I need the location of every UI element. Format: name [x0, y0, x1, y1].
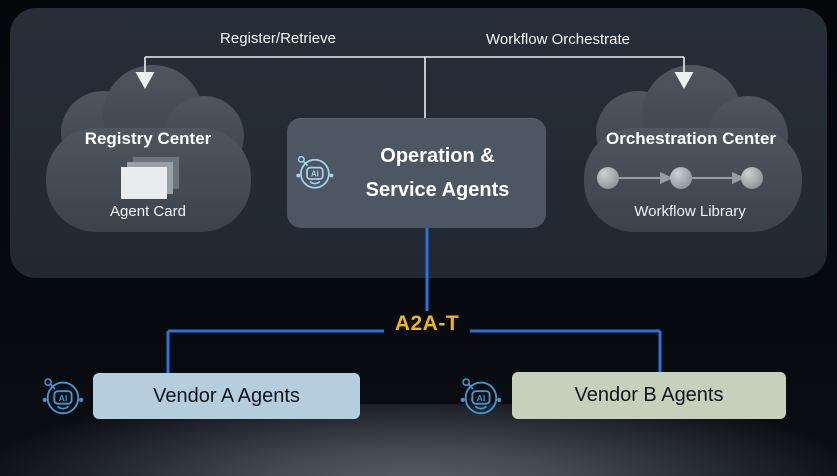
vendor-b-label: Vendor B Agents	[574, 384, 724, 406]
orchestration-cloud	[584, 65, 802, 232]
workflow-orchestrate-arrow-icon	[674, 72, 694, 89]
vendor-a-box: Vendor A Agents	[93, 373, 360, 419]
vendor-b-box: Vendor B Agents	[512, 372, 786, 419]
ai-robot-label: AI	[311, 169, 319, 178]
operation-agents-title-line1: Operation &	[380, 145, 495, 167]
operation-agents-title-line2: Service Agents	[365, 179, 510, 201]
registry-center-title: Registry Center	[84, 129, 212, 148]
operation-agents-title: Operation & Service Agents	[337, 118, 538, 228]
vendor-a-label: Vendor A Agents	[153, 384, 300, 407]
a2a-protocol-label: A2A-T	[394, 312, 460, 335]
workflow-nodes-icon	[597, 167, 763, 189]
register-retrieve-label: Register/Retrieve	[220, 30, 336, 47]
orchestration-center-title: Orchestration Center	[605, 129, 777, 148]
top-flow-lines	[144, 56, 685, 122]
ai-robot-icon: AI	[39, 373, 85, 424]
agent-card-label: Agent Card	[110, 203, 186, 220]
a2a-connector-lines	[166, 228, 662, 373]
workflow-library-label: Workflow Library	[634, 203, 746, 220]
ai-robot-label: AI	[59, 393, 68, 403]
ai-robot-icon: AI	[293, 151, 335, 198]
ai-robot-icon: AI	[457, 373, 503, 424]
operation-agents-box: AI Operation & Service Agents	[287, 118, 546, 228]
ai-robot-label: AI	[477, 393, 486, 403]
register-retrieve-arrow-icon	[135, 72, 155, 89]
agent-card-icon	[121, 157, 179, 199]
workflow-orchestrate-label: Workflow Orchestrate	[486, 31, 630, 48]
